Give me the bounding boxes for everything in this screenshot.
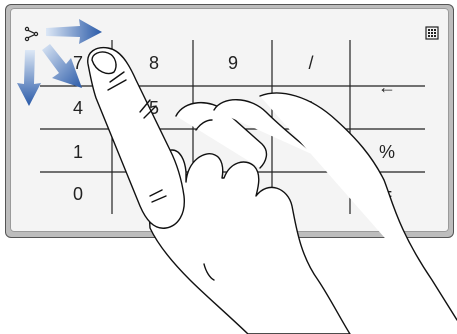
key-1[interactable]: 1 bbox=[72, 142, 84, 162]
key-5[interactable]: 5 bbox=[148, 98, 160, 118]
key-7[interactable]: 7 bbox=[72, 53, 84, 73]
key-backspace[interactable]: ← bbox=[378, 77, 396, 97]
key-equals[interactable]: = bbox=[381, 184, 393, 204]
key-9[interactable]: 9 bbox=[227, 53, 239, 73]
drag-arrows-icon[interactable] bbox=[23, 26, 39, 42]
key-divide[interactable]: / bbox=[308, 53, 314, 73]
numpad-grid-icon[interactable] bbox=[425, 26, 441, 42]
key-0[interactable]: 0 bbox=[72, 184, 84, 204]
key-percent[interactable]: % bbox=[378, 142, 396, 162]
key-multiply[interactable]: * bbox=[307, 98, 315, 118]
key-4[interactable]: 4 bbox=[72, 98, 84, 118]
key-8[interactable]: 8 bbox=[148, 53, 160, 73]
